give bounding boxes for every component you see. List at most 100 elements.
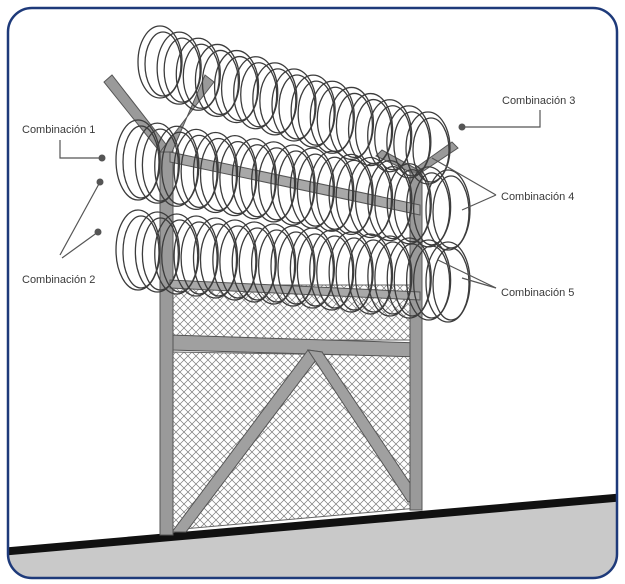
- razor-coil: [289, 227, 336, 309]
- razor-coil: [250, 141, 297, 223]
- razor-coil: [238, 227, 276, 301]
- razor-coil: [412, 245, 451, 319]
- razor-coil: [134, 122, 181, 204]
- razor-coil: [335, 92, 374, 159]
- razor-coil: [335, 237, 373, 311]
- razor-coil: [393, 169, 431, 243]
- razor-coil: [405, 239, 452, 321]
- razor-coil: [354, 162, 393, 237]
- label-combinacion-2: Combinación 2: [22, 274, 95, 286]
- razor-coil: [386, 237, 432, 319]
- razor-coil: [134, 211, 181, 293]
- leader-lines: [59, 110, 541, 289]
- razor-coil: [354, 239, 393, 313]
- razor-coil: [259, 68, 297, 134]
- razor-coil: [161, 219, 199, 293]
- razor-coil: [425, 241, 471, 323]
- razor-coil: [347, 156, 394, 239]
- razor-coil: [328, 231, 374, 313]
- razor-coil: [374, 165, 412, 240]
- razor-coil: [328, 153, 374, 236]
- razor-coil: [412, 117, 450, 183]
- razor-coil: [219, 140, 257, 215]
- razor-coil: [144, 31, 182, 97]
- razor-coil: [277, 231, 315, 305]
- razor-coil: [194, 43, 241, 118]
- razor-coil: [386, 105, 432, 179]
- razor-coil: [231, 138, 277, 220]
- razor-coil: [393, 243, 431, 317]
- razor-wire-coils: [115, 25, 471, 323]
- ground: [8, 495, 617, 578]
- razor-coil: [156, 31, 202, 105]
- razor-coil: [201, 49, 240, 116]
- razor-coil: [219, 225, 257, 299]
- label-combinacion-3: Combinación 3: [502, 95, 575, 107]
- razor-coil: [316, 156, 354, 230]
- label-combinacion-5: Combinación 5: [501, 287, 574, 299]
- razor-coil: [213, 49, 260, 124]
- razor-coil: [115, 119, 161, 201]
- razor-coil: [141, 217, 180, 291]
- leader-markers: [94, 123, 466, 236]
- razor-coil: [173, 215, 219, 297]
- razor-coil: [393, 111, 431, 177]
- razor-coil: [328, 86, 375, 161]
- razor-coil: [199, 137, 238, 212]
- arm-left-inner: [158, 74, 215, 153]
- razor-coil: [182, 43, 220, 109]
- razor-coil: [122, 215, 160, 289]
- razor-coil: [367, 235, 413, 317]
- razor-coil: [199, 223, 238, 297]
- razor-coil: [425, 169, 471, 251]
- razor-coil: [374, 241, 412, 315]
- razor-coil: [250, 223, 297, 305]
- razor-coil: [309, 229, 355, 311]
- razor-coil: [180, 134, 218, 209]
- razor-coil: [192, 217, 239, 299]
- razor-coil: [115, 209, 161, 291]
- razor-coil: [271, 68, 317, 142]
- razor-coil: [270, 225, 316, 307]
- razor-coil: [290, 74, 336, 148]
- razor-coil: [252, 62, 298, 136]
- razor-coil: [240, 62, 278, 128]
- frame-border: [6, 6, 619, 580]
- razor-coil: [296, 153, 335, 227]
- razor-coil: [212, 134, 258, 217]
- razor-coil: [347, 233, 394, 315]
- razor-coil: [278, 74, 316, 140]
- razor-coil: [386, 163, 432, 245]
- razor-coil: [367, 99, 413, 173]
- razor-coil: [316, 235, 354, 309]
- razor-coil: [309, 80, 355, 154]
- razor-coil: [154, 213, 200, 295]
- razor-coil: [412, 172, 451, 246]
- razor-coil: [347, 92, 394, 167]
- razor-coil: [122, 125, 160, 199]
- razor-coil: [137, 25, 183, 99]
- post-left: [159, 149, 174, 536]
- label-combinacion-1: Combinación 1: [22, 124, 95, 136]
- razor-coil: [238, 144, 276, 218]
- razor-coil: [297, 80, 335, 146]
- razor-coil: [212, 219, 258, 301]
- ground-line: [8, 493, 617, 556]
- razor-coil: [163, 37, 201, 103]
- razor-coil: [257, 229, 296, 303]
- razor-coil: [154, 125, 200, 207]
- label-combinacion-4: Combinación 4: [501, 191, 574, 203]
- razor-coil: [432, 247, 470, 321]
- razor-coil: [180, 221, 218, 295]
- razor-coil: [309, 150, 355, 232]
- razor-coil: [257, 147, 296, 221]
- razor-coil: [270, 144, 316, 226]
- post-right: [409, 169, 423, 511]
- razor-coil: [175, 37, 221, 111]
- razor-coil: [367, 159, 413, 242]
- razor-coil: [220, 55, 259, 122]
- razor-coil: [374, 105, 412, 171]
- razor-coil: [192, 131, 239, 214]
- razor-coil: [173, 128, 219, 211]
